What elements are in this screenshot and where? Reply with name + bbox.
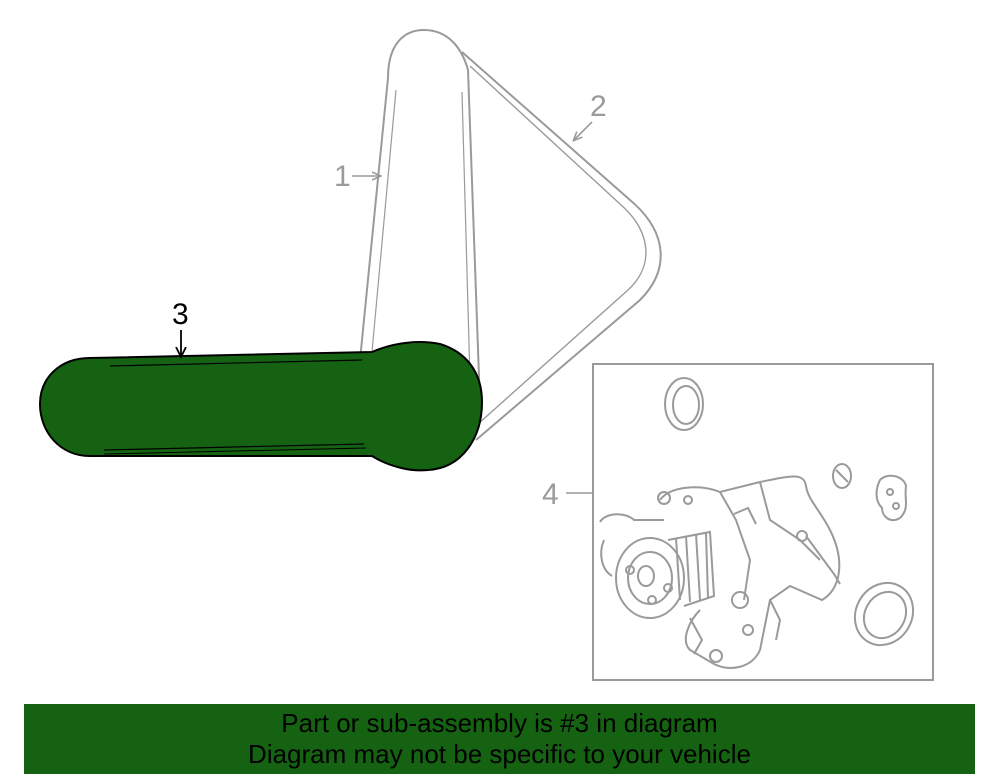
callout-1-label: 1 bbox=[334, 160, 351, 193]
callout-3-label: 3 bbox=[172, 298, 189, 331]
belt-part-2[interactable] bbox=[461, 51, 662, 441]
callout-2: 2 bbox=[574, 90, 607, 140]
water-pump-part-4[interactable] bbox=[592, 363, 934, 681]
banner-line-1: Part or sub-assembly is #3 in diagram bbox=[281, 708, 718, 738]
callout-4-label: 4 bbox=[542, 478, 559, 511]
belt-part-3[interactable] bbox=[38, 341, 484, 472]
o-ring-icon bbox=[664, 377, 704, 431]
belt-part-1[interactable] bbox=[359, 28, 481, 406]
callout-2-label: 2 bbox=[590, 90, 607, 123]
banner-line-2: Diagram may not be specific to your vehi… bbox=[248, 739, 751, 769]
callout-1: 1 bbox=[334, 160, 380, 193]
callout-3: 3 bbox=[172, 298, 189, 356]
callout-4: 4 bbox=[542, 478, 592, 511]
gasket-icon bbox=[875, 474, 908, 522]
seal-ring-icon bbox=[853, 581, 915, 647]
pump-body-icon bbox=[599, 475, 841, 669]
nut-icon bbox=[832, 463, 852, 489]
disclaimer-banner: Part or sub-assembly is #3 in diagram Di… bbox=[24, 704, 975, 774]
parts-diagram: 1 2 3 4 bbox=[38, 28, 934, 681]
